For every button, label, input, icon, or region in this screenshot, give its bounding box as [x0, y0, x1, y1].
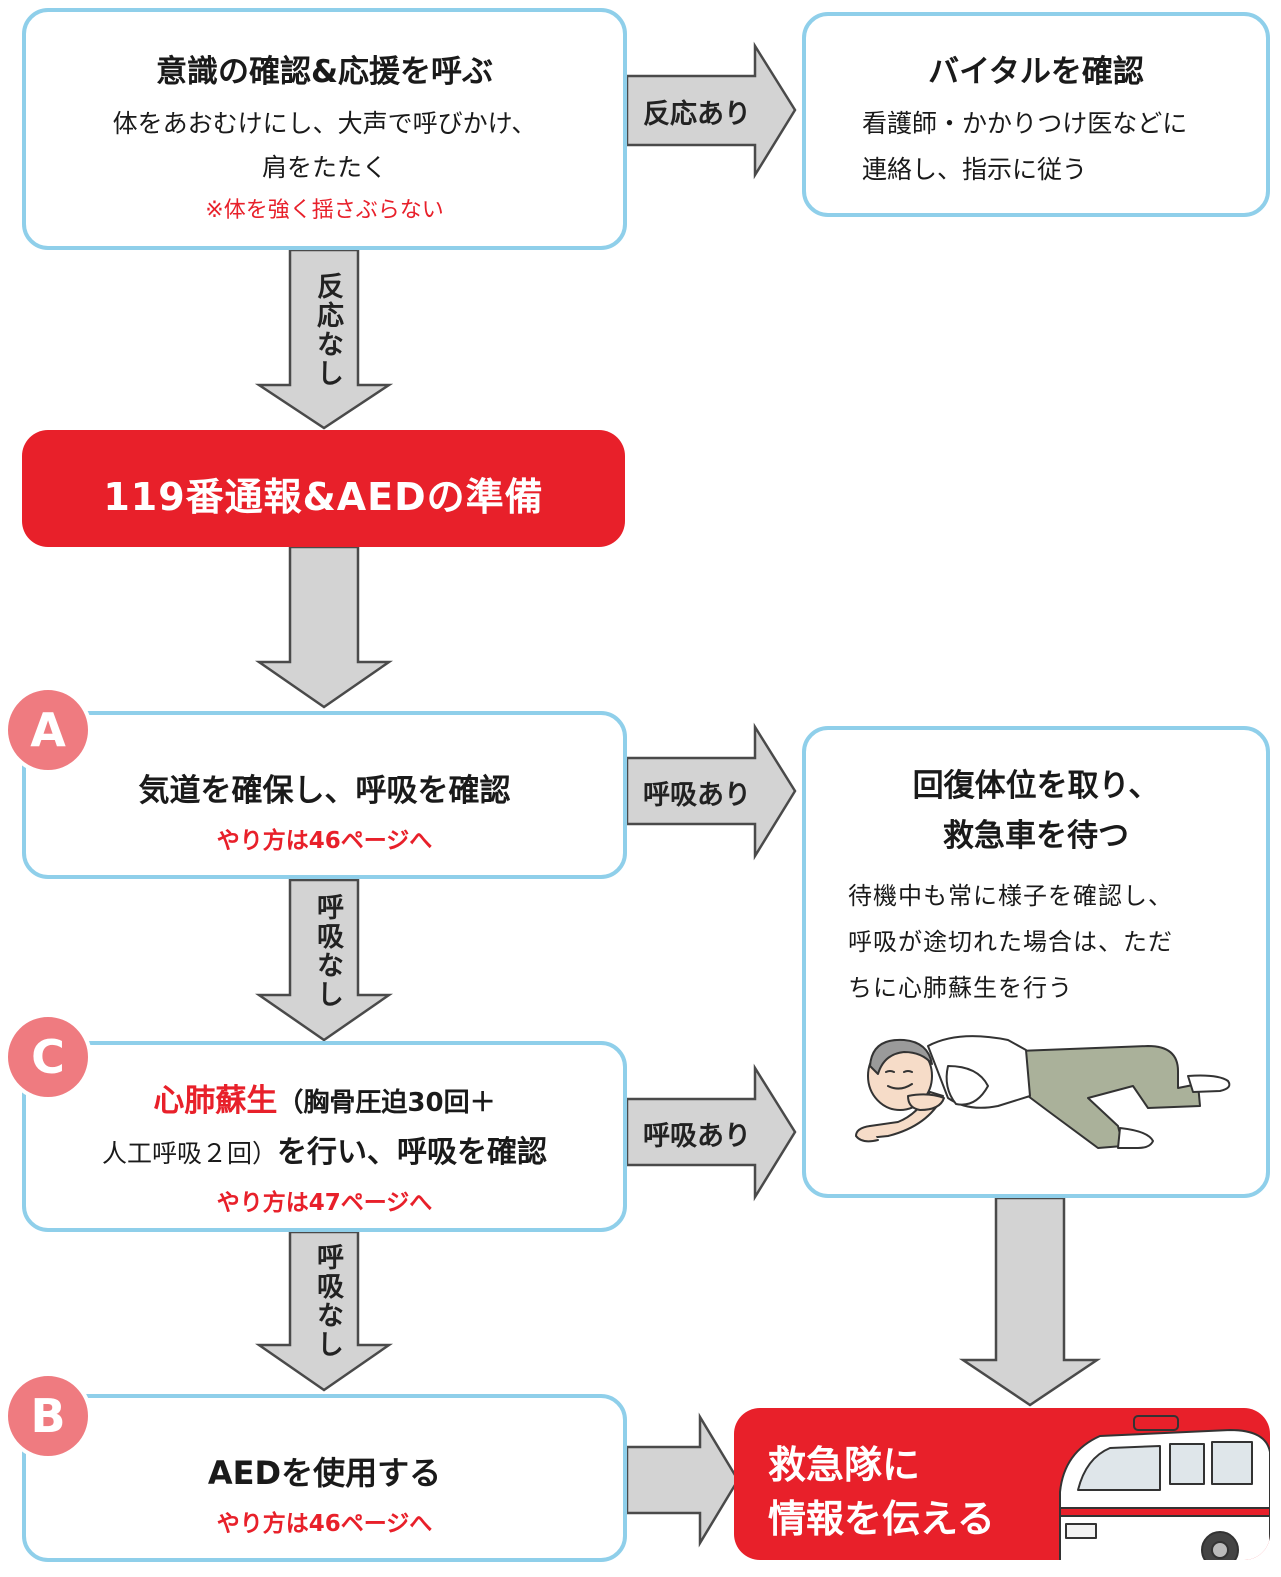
- arrow-reaction-no: [254, 248, 394, 430]
- consciousness-line2: 肩をたたく: [261, 153, 387, 182]
- emergency-line2: 情報を伝える: [768, 1497, 995, 1541]
- step-c-line2-paren: 人工呼吸２回）: [101, 1139, 277, 1168]
- label-reaction-yes: 反応あり: [643, 99, 751, 130]
- arrow-breath-no-2: [254, 1230, 394, 1392]
- vitals-line2: 連絡し、指示に従う: [862, 155, 1088, 184]
- box-check-vitals: バイタルを確認 看護師・かかりつけ医などに 連絡し、指示に従う: [802, 12, 1270, 217]
- arrow-breath-no-1: [254, 878, 394, 1042]
- step-c-title-red: 心肺蘇生: [153, 1083, 278, 1119]
- box-step-a: 気道を確保し、呼吸を確認 やり方は46ページへ: [22, 711, 627, 879]
- emergency-line1: 救急隊に: [768, 1443, 921, 1487]
- badge-b: B: [4, 1372, 92, 1460]
- recovery-line1: 待機中も常に様子を確認し、: [848, 882, 1173, 910]
- box-step-b: AEDを使用する やり方は46ページへ: [22, 1394, 627, 1562]
- box-consciousness-check: 意識の確認&応援を呼ぶ 体をあおむけにし、大声で呼びかけ、 肩をたたく ※体を強…: [22, 8, 627, 250]
- call119-title: 119番通報&AEDの準備: [103, 475, 544, 519]
- box-recovery-position: 回復体位を取り、 救急車を待つ 待機中も常に様子を確認し、 呼吸が途切れた場合は…: [802, 726, 1270, 1198]
- recovery-line3: ちに心肺蘇生を行う: [848, 974, 1073, 1002]
- box-step-c: 心肺蘇生（胸骨圧迫30回＋ 人工呼吸２回）を行い、呼吸を確認 やり方は47ページ…: [22, 1041, 627, 1232]
- recovery-line2: 呼吸が途切れた場合は、ただ: [848, 928, 1173, 956]
- step-c-line2-bold: を行い、呼吸を確認: [277, 1135, 547, 1170]
- step-c-title-paren: （胸骨圧迫30回＋: [277, 1088, 496, 1118]
- arrow-recovery-down: [958, 1196, 1102, 1407]
- vitals-line1: 看護師・かかりつけ医などに: [862, 109, 1188, 138]
- step-a-link[interactable]: やり方は46ページへ: [216, 828, 433, 854]
- recovery-title1: 回復体位を取り、: [912, 768, 1160, 804]
- step-b-title: AEDを使用する: [207, 1454, 442, 1492]
- label-reaction-no: 反応なし: [312, 272, 343, 388]
- badge-a: A: [4, 686, 92, 774]
- step-c-link[interactable]: やり方は47ページへ: [216, 1190, 433, 1216]
- badge-c: C: [4, 1013, 92, 1101]
- step-c-line2: 人工呼吸２回）を行い、呼吸を確認: [26, 1127, 623, 1171]
- arrow-aed-to-emergency: [625, 1412, 740, 1548]
- step-c-line1: 心肺蘇生（胸骨圧迫30回＋: [26, 1075, 623, 1120]
- arrow-breath-yes-1: [625, 722, 797, 861]
- label-breath-no-2: 呼吸なし: [312, 1243, 343, 1359]
- vitals-title: バイタルを確認: [928, 54, 1144, 90]
- arrow-breath-yes-2: [625, 1063, 797, 1202]
- recovery-title2: 救急車を待つ: [943, 818, 1129, 854]
- consciousness-title: 意識の確認&応援を呼ぶ: [155, 54, 494, 90]
- consciousness-note: ※体を強く揺さぶらない: [205, 198, 444, 223]
- recovery-position-illustration: [855, 1035, 1231, 1149]
- step-a-title: 気道を確保し、呼吸を確認: [138, 773, 511, 809]
- label-breath-yes-2: 呼吸あり: [643, 1121, 751, 1152]
- label-breath-no-1: 呼吸なし: [312, 893, 343, 1009]
- consciousness-line1: 体をあおむけにし、大声で呼びかけ、: [112, 109, 537, 138]
- box-call-119: 119番通報&AEDの準備: [22, 430, 625, 547]
- box-inform-emergency-team: 救急隊に 情報を伝える: [734, 1408, 1270, 1560]
- label-breath-yes-1: 呼吸あり: [643, 780, 751, 811]
- ambulance-icon: [1059, 1415, 1270, 1560]
- step-b-link[interactable]: やり方は46ページへ: [216, 1511, 433, 1537]
- arrow-reaction-yes: [625, 41, 797, 180]
- arrow-after-119: [254, 545, 394, 709]
